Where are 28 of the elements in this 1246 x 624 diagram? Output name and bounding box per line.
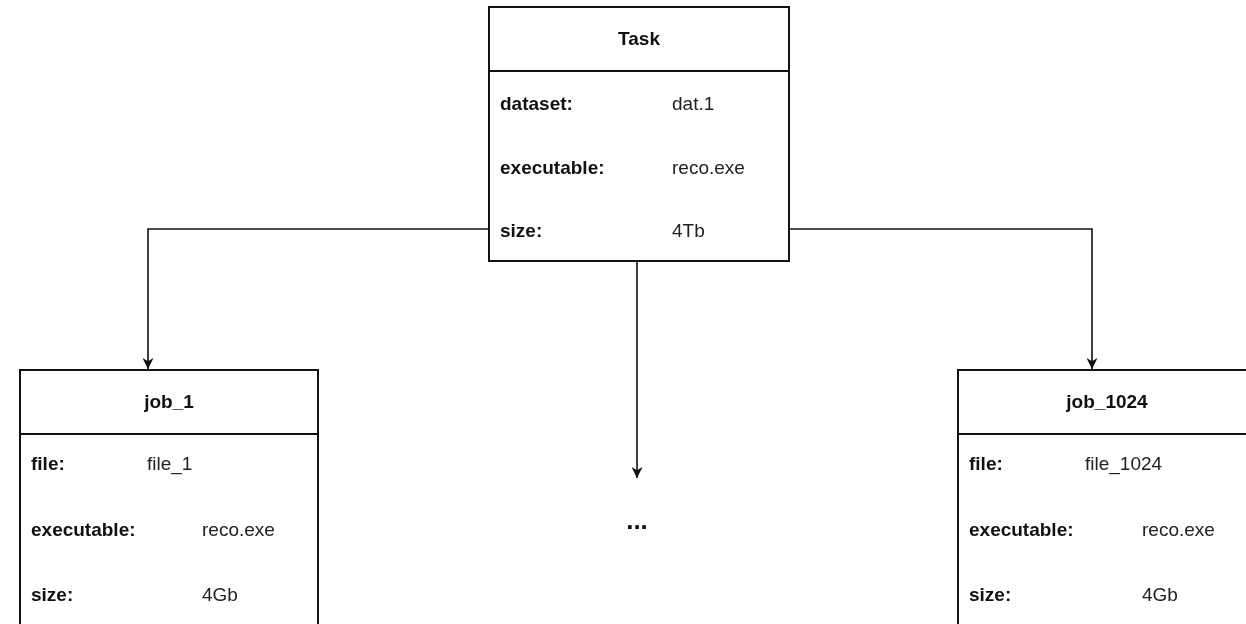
arrow xyxy=(142,228,489,370)
table-title: job_1 xyxy=(144,391,194,413)
table-title: job_1024 xyxy=(1066,391,1148,413)
field-value: dat.1 xyxy=(672,93,715,115)
field-name: size: xyxy=(969,584,1012,606)
field-value: file_1 xyxy=(147,453,193,475)
field-value: file_1024 xyxy=(1085,453,1163,475)
table-title: Task xyxy=(618,28,660,50)
arrow xyxy=(631,261,643,479)
field-value: reco.exe xyxy=(672,157,745,179)
arrow xyxy=(789,228,1098,370)
field-value: 4Gb xyxy=(1142,584,1178,606)
ellipsis-text: ... xyxy=(612,500,662,540)
field-name: executable: xyxy=(969,519,1074,541)
field-name: file: xyxy=(969,453,1003,475)
field-value: 4Gb xyxy=(202,584,238,606)
entity-table xyxy=(19,369,319,624)
field-value: 4Tb xyxy=(672,220,705,242)
field-name: size: xyxy=(500,220,543,242)
field-name: executable: xyxy=(31,519,136,541)
field-name: executable: xyxy=(500,157,605,179)
entity-table xyxy=(488,6,790,262)
entity-table xyxy=(957,369,1246,624)
field-value: reco.exe xyxy=(1142,519,1215,541)
field-value: reco.exe xyxy=(202,519,275,541)
field-name: dataset: xyxy=(500,93,573,115)
field-name: size: xyxy=(31,584,74,606)
field-name: file: xyxy=(31,453,65,475)
